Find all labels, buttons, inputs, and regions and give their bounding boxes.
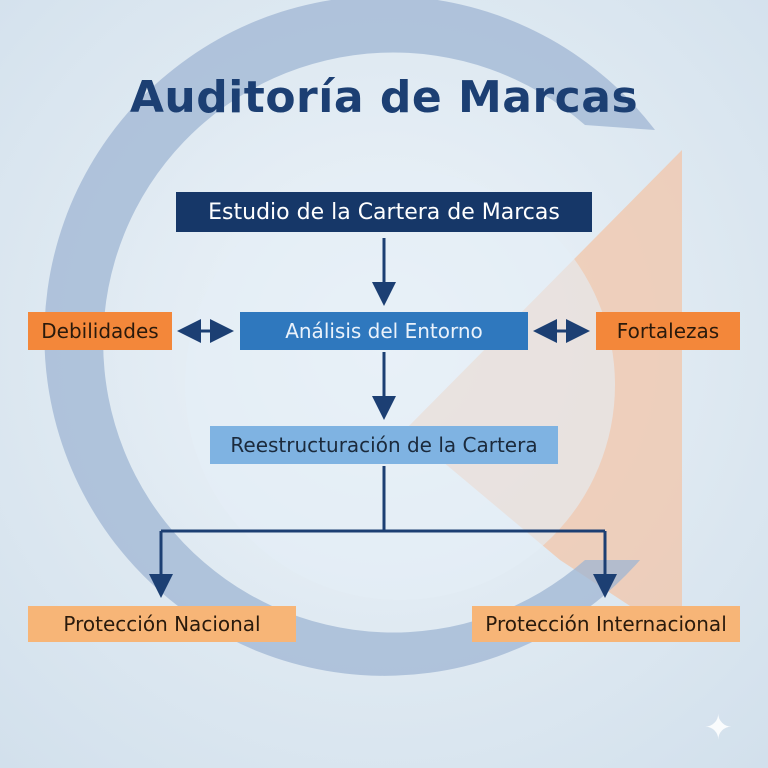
node-restructuring: Reestructuración de la Cartera — [210, 426, 558, 464]
node-national: Protección Nacional — [28, 606, 296, 642]
page-title: Auditoría de Marcas — [129, 72, 639, 123]
node-international: Protección Internacional — [472, 606, 740, 642]
node-strengths: Fortalezas — [596, 312, 740, 350]
sparkle-icon: ✦ — [704, 708, 733, 748]
background-inner-circle — [185, 170, 615, 600]
node-study: Estudio de la Cartera de Marcas — [176, 192, 592, 232]
node-weaknesses: Debilidades — [28, 312, 172, 350]
node-analysis: Análisis del Entorno — [240, 312, 528, 350]
